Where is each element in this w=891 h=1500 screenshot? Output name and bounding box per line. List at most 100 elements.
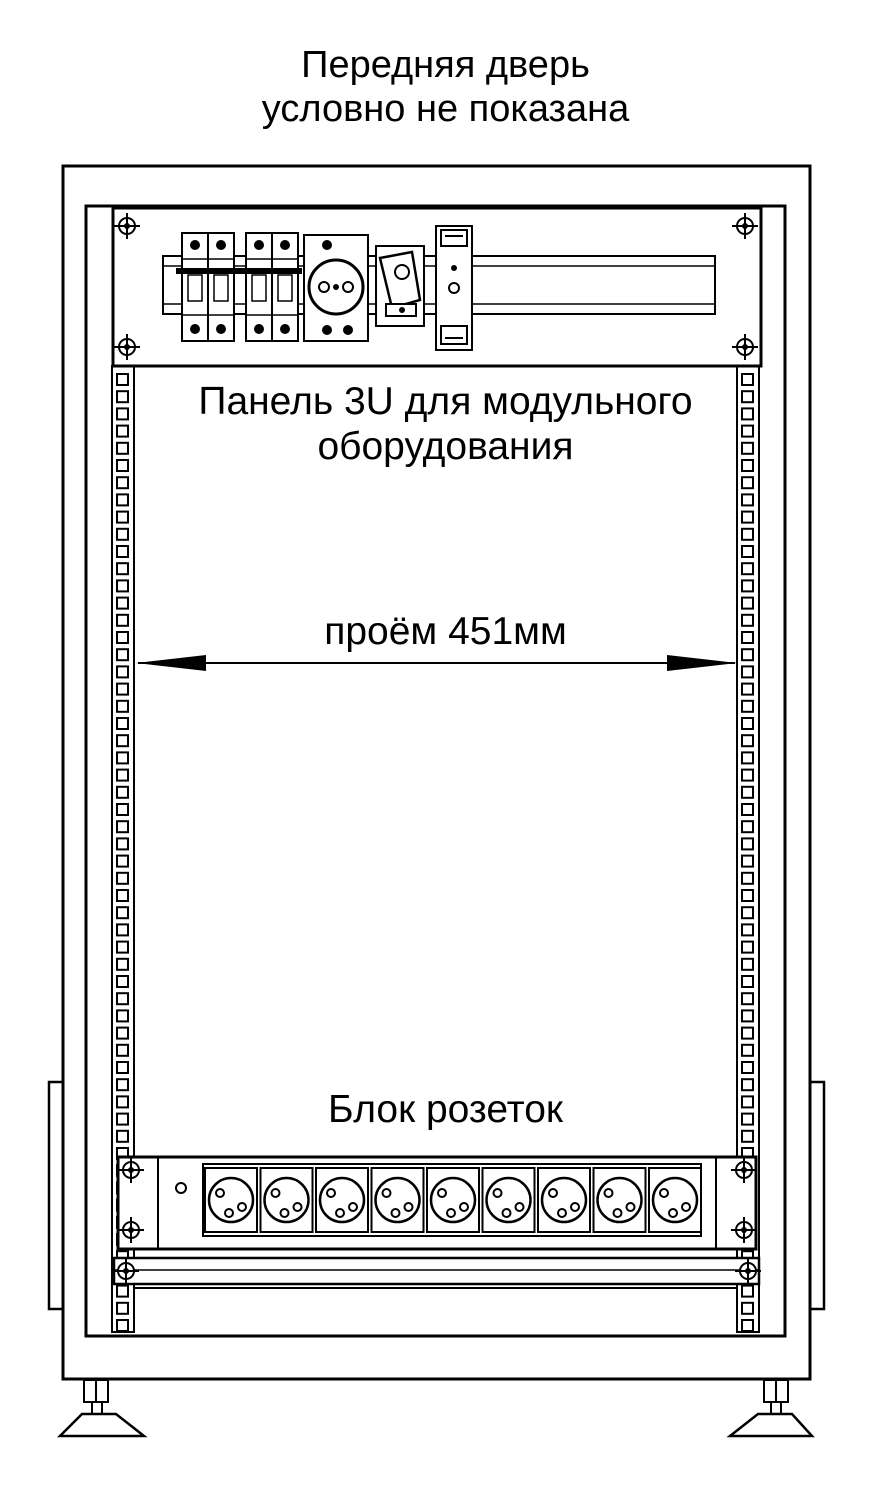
rail-hole [741,613,754,627]
panel-caption-line2: оборудования [317,424,574,468]
rail-hole [116,906,129,920]
rail-hole [116,854,129,868]
outlet-socket-icon [592,1166,647,1234]
circuit-breaker-icon [181,232,209,342]
rail-hole [741,1078,754,1092]
rail-hole [741,940,754,954]
rail-hole [741,579,754,593]
rail-hole [741,785,754,799]
rail-hole [741,820,754,834]
rail-hole [116,665,129,679]
rail-hole [741,1301,754,1315]
rail-hole [741,717,754,730]
rail-hole [741,975,754,988]
rail-hole [116,459,129,472]
rail-hole [741,493,754,507]
circuit-breaker-icon [207,232,235,342]
rail-hole [741,854,754,868]
rail-hole [116,1078,129,1092]
rail-hole [741,476,754,490]
rail-hole [741,699,754,713]
rail-hole [116,1009,129,1023]
left-side-panel [47,1080,65,1311]
outlet-socket-icon [314,1166,370,1234]
rail-hole [741,648,754,662]
rail-hole [116,1319,129,1332]
rail-hole [116,373,129,386]
bottom-blank-panel [112,1256,762,1289]
rail-hole [116,476,129,490]
rail-hole [116,940,129,954]
circuit-breaker-icon [271,232,299,342]
door-note-line2: условно не показана [261,87,630,130]
rail-hole [116,1129,129,1143]
right-foot [726,1379,815,1438]
rail-hole [116,1043,129,1057]
din-socket-icon [303,234,369,342]
rail-hole [116,889,129,902]
outlet-socket-icon [203,1166,259,1234]
rail-hole [116,579,129,593]
indicator-light-icon [175,1182,187,1194]
rail-hole [116,803,129,816]
panel-caption-line1: Панель 3U для модульного [198,380,693,423]
rail-hole [116,613,129,627]
rail-hole [741,837,754,851]
rail-hole [116,751,129,765]
rail-hole [116,1061,129,1074]
rail-hole [116,493,129,507]
rail-hole [741,510,754,524]
panel-caption: Панель 3U для модульного оборудования [0,380,891,470]
rail-hole [741,871,754,885]
rail-hole [741,665,754,679]
rail-hole [741,1112,754,1126]
rail-hole [116,562,129,576]
rail-hole [741,1043,754,1057]
rail-hole [741,751,754,765]
rail-hole [741,562,754,576]
rail-hole [741,992,754,1006]
rail-hole [741,906,754,920]
rail-hole [116,820,129,834]
rail-hole [116,837,129,851]
door-note-line1: Передняя дверь [301,44,590,86]
rail-hole [116,871,129,885]
rail-hole [116,699,129,713]
rail-hole [741,424,754,438]
thermostat-module-icon [375,245,425,327]
rail-hole [741,768,754,782]
rail-hole [741,1009,754,1023]
outlet-socket-icon [481,1166,536,1234]
rail-hole [741,596,754,610]
rail-hole [741,1129,754,1143]
rail-hole [741,734,754,748]
rail-holes-right [741,373,754,1332]
rail-hole [116,648,129,662]
opening-dimension-line [136,655,737,671]
rail-hole [116,1112,129,1126]
circuit-breaker-icon [245,232,273,342]
rail-hole [116,510,129,524]
power-supply-module-icon [435,225,486,351]
opening-dimension-label: проём 451мм [324,610,567,653]
rail-hole [741,889,754,902]
rail-hole [741,459,754,472]
outlet-socket-icon [425,1166,481,1234]
rail-hole [741,631,754,644]
outlet-socket-icon [536,1166,592,1234]
rail-hole [741,803,754,816]
rail-hole [741,682,754,696]
rail-hole [116,1301,129,1315]
rail-hole [741,390,754,404]
outlet-strip [116,1155,758,1251]
left-mounting-rail [111,365,135,1333]
rail-hole [741,1284,754,1298]
rail-hole [741,407,754,421]
rail-hole [116,992,129,1006]
rail-hole [741,1095,754,1109]
rail-hole [116,734,129,748]
rail-hole [116,785,129,799]
rail-hole [741,1061,754,1074]
rail-hole [741,545,754,558]
rail-holes-left [116,373,129,1332]
